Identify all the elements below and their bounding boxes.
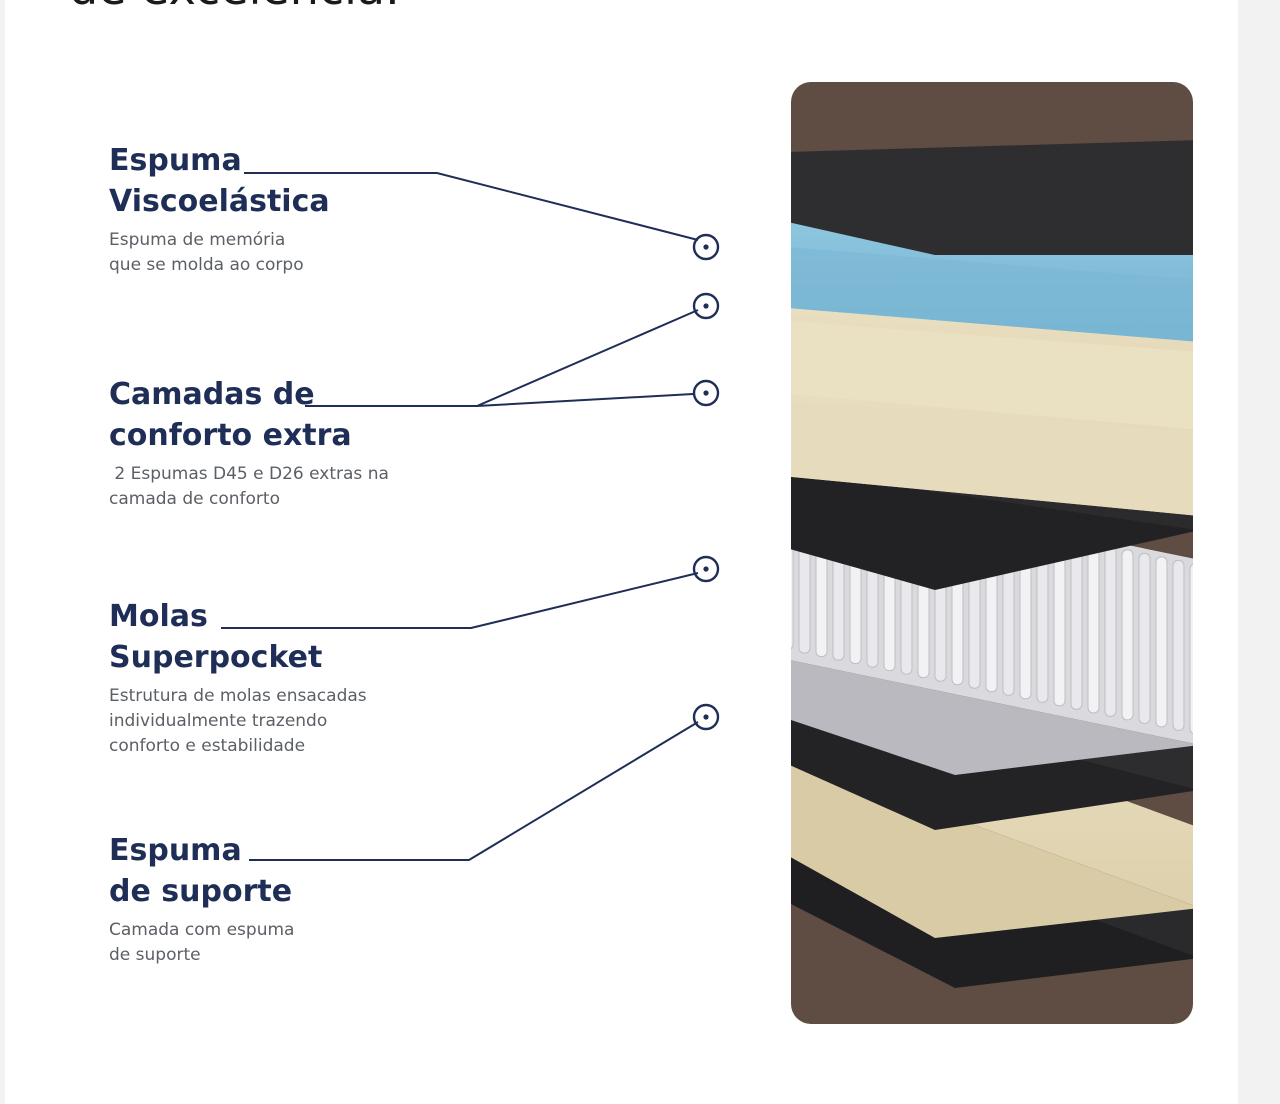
- layer-stack: [527, 140, 1193, 988]
- spring-coil: [646, 451, 657, 621]
- layer-title: Espuma Viscoelástica: [109, 140, 330, 222]
- title-line-1: Espuma: [109, 833, 242, 868]
- spring-coil: [1087, 542, 1100, 714]
- spring-coil: [1070, 538, 1083, 710]
- layer-title: Molas Superpocket: [109, 596, 367, 678]
- spring-coil: [578, 437, 589, 607]
- desc-line: Camada com espuma: [109, 920, 295, 940]
- title-line-2: Superpocket: [109, 640, 323, 675]
- desc-line: 2 Espumas D45 e D26 extras na: [109, 464, 389, 484]
- spring-coil: [1138, 552, 1151, 724]
- marker-memory-foam: [692, 233, 720, 261]
- desc-line: Espuma de memória: [109, 230, 286, 250]
- callout-line-memory-foam: [244, 172, 699, 241]
- callout-markers: [692, 233, 720, 731]
- spring-coil: [544, 430, 555, 600]
- layer-description: 2 Espumas D45 e D26 extras na camada de …: [109, 462, 389, 512]
- marker-comfort-2: [692, 379, 720, 407]
- desc-line: de suporte: [109, 945, 201, 965]
- label-support-foam: Espuma de suporte Camada com espuma de s…: [109, 830, 294, 968]
- title-line-1: Molas: [109, 599, 208, 634]
- title-line-2: Viscoelástica: [109, 184, 330, 219]
- spring-coil: [612, 444, 623, 614]
- layer-description: Estrutura de molas ensacadas individualm…: [109, 684, 367, 759]
- spring-coil: [731, 469, 742, 639]
- spring-coil: [1104, 545, 1117, 717]
- desc-line: que se molda ao corpo: [109, 255, 304, 275]
- spring-coil: [748, 473, 759, 643]
- spring-coil: [1155, 556, 1168, 728]
- label-pocket-springs: Molas Superpocket Estrutura de molas ens…: [109, 596, 367, 759]
- desc-line: individualmente trazendo: [109, 711, 328, 731]
- callout-lines: [221, 172, 699, 861]
- mattress-layers-illustration: [221, 82, 1193, 1024]
- spring-coil: [1172, 559, 1185, 731]
- spring-coil: [791, 479, 794, 651]
- callout-line-springs: [221, 572, 699, 629]
- title-line-2: de suporte: [109, 874, 293, 909]
- desc-line: camada de conforto: [109, 489, 280, 509]
- label-memory-foam: Espuma Viscoelástica Espuma de memória q…: [109, 140, 330, 278]
- title-line-1: Camadas de: [109, 377, 315, 412]
- spring-coil: [663, 455, 674, 625]
- marker-support-foam: [692, 703, 720, 731]
- spring-coil: [697, 462, 708, 632]
- layer-description: Espuma de memória que se molda ao corpo: [109, 228, 330, 278]
- callout-line-support-foam: [249, 721, 699, 861]
- spring-coil: [1189, 563, 1193, 735]
- top-fabric-cover: [791, 140, 1193, 255]
- label-comfort-layers: Camadas de conforto extra 2 Espumas D45 …: [109, 374, 389, 512]
- spring-coil: [629, 448, 640, 618]
- spring-coil: [527, 427, 538, 597]
- desc-line: Estrutura de molas ensacadas: [109, 686, 367, 706]
- desc-line: conforto e estabilidade: [109, 736, 306, 756]
- layer-description: Camada com espuma de suporte: [109, 918, 294, 968]
- marker-springs: [692, 555, 720, 583]
- spring-coil: [595, 441, 606, 611]
- spring-coil: [714, 465, 725, 635]
- spring-coil: [561, 434, 572, 604]
- page-heading-fragment: de excelência.: [69, 0, 400, 16]
- callout-line-comfort-b: [476, 393, 694, 407]
- spring-coil: [1121, 549, 1134, 721]
- layer-title: Camadas de conforto extra: [109, 374, 389, 456]
- marker-comfort-1: [692, 292, 720, 320]
- content-card: de excelência.: [5, 0, 1238, 1104]
- layer-title: Espuma de suporte: [109, 830, 294, 912]
- title-line-2: conforto extra: [109, 418, 352, 453]
- spring-coil: [765, 476, 776, 646]
- spring-coil: [680, 458, 691, 628]
- title-line-1: Espuma: [109, 143, 242, 178]
